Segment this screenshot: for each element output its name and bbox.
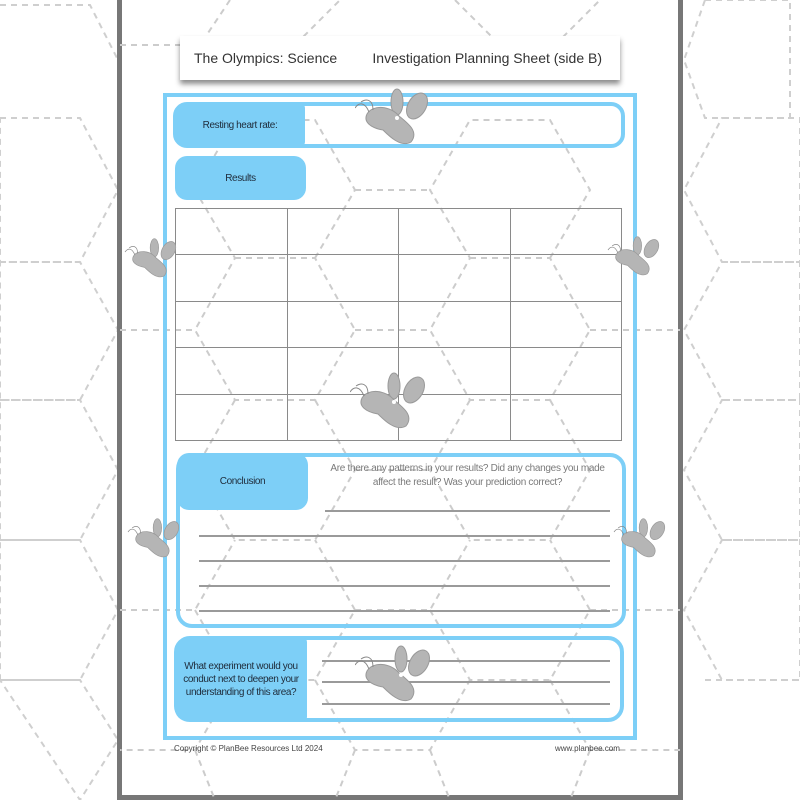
table-cell[interactable] (175, 347, 288, 395)
table-row (175, 207, 622, 256)
sheet-title: Investigation Planning Sheet (side B) (372, 50, 602, 66)
website-link[interactable]: www.planbee.com (555, 744, 620, 753)
answer-line[interactable] (199, 610, 610, 612)
copyright-text: Copyright © PlanBee Resources Ltd 2024 (174, 744, 323, 753)
results-table (175, 207, 622, 442)
table-row (175, 300, 622, 349)
bee-icon (124, 238, 177, 278)
results-label: Results (175, 156, 306, 200)
table-cell[interactable] (398, 254, 511, 302)
next-experiment-label: What experiment would you conduct next t… (175, 638, 307, 721)
table-cell[interactable] (509, 393, 622, 442)
answer-line[interactable] (325, 510, 610, 512)
table-cell[interactable] (509, 347, 622, 395)
table-cell[interactable] (286, 347, 399, 395)
resting-heart-rate-label: Resting heart rate: (175, 104, 305, 146)
bee-icon (355, 645, 430, 701)
bee-icon (613, 518, 666, 558)
table-cell[interactable] (509, 300, 622, 349)
table-row (175, 254, 622, 302)
answer-line[interactable] (322, 681, 610, 683)
answer-line[interactable] (322, 703, 610, 705)
subject-title: The Olympics: Science (194, 50, 338, 66)
answer-line[interactable] (322, 660, 610, 662)
table-cell[interactable] (509, 254, 622, 302)
table-row (175, 393, 622, 442)
bee-icon (350, 372, 425, 428)
table-cell[interactable] (175, 300, 288, 349)
conclusion-prompt: Are there any patterns in your results? … (330, 463, 605, 488)
conclusion-label: Conclusion (177, 453, 308, 510)
table-cell[interactable] (175, 393, 288, 442)
bee-icon (355, 88, 428, 144)
bee-icon (607, 236, 660, 276)
table-cell[interactable] (286, 207, 399, 256)
table-cell[interactable] (398, 300, 511, 349)
table-cell[interactable] (175, 254, 288, 302)
table-cell[interactable] (398, 207, 511, 256)
bee-icon (127, 518, 180, 558)
table-cell[interactable] (398, 393, 511, 442)
answer-line[interactable] (199, 585, 610, 587)
table-cell[interactable] (509, 207, 622, 256)
title-banner: The Olympics: Science Investigation Plan… (180, 36, 620, 80)
table-cell[interactable] (286, 300, 399, 349)
answer-line[interactable] (199, 535, 610, 537)
table-cell[interactable] (286, 254, 399, 302)
answer-line[interactable] (199, 560, 610, 562)
table-cell[interactable] (175, 207, 288, 256)
